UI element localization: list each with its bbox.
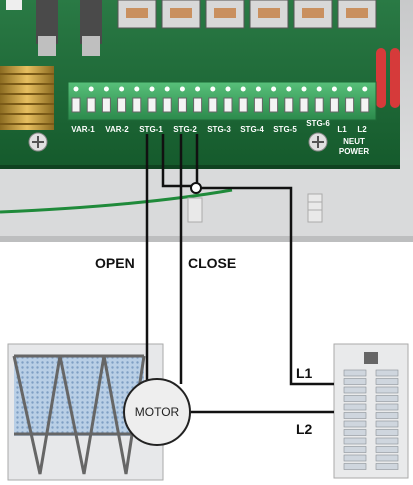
breaker xyxy=(343,395,367,402)
breaker-panel xyxy=(333,343,409,479)
breaker xyxy=(343,437,367,445)
mounting-screw-right xyxy=(308,132,328,152)
breaker xyxy=(375,429,399,436)
breaker xyxy=(343,429,367,436)
terminal-screw xyxy=(329,97,339,113)
terminal-label-var-1: VAR-1 xyxy=(71,125,95,134)
terminal-dot xyxy=(88,86,94,92)
breaker xyxy=(343,378,367,385)
breaker xyxy=(375,454,399,462)
mounting-screw-left xyxy=(28,132,48,152)
breaker xyxy=(375,463,399,470)
breaker xyxy=(375,412,399,419)
terminal-screw xyxy=(193,97,203,113)
terminal-dot xyxy=(240,86,246,92)
common-wire-a xyxy=(161,134,196,188)
standoffs xyxy=(187,193,323,223)
terminal-screw xyxy=(360,97,370,113)
wire-junction xyxy=(190,182,202,194)
terminal-screw xyxy=(101,97,111,113)
terminal-dot xyxy=(225,86,231,92)
terminal-screw xyxy=(147,97,157,113)
motor-label: MOTOR xyxy=(135,405,180,419)
motor: MOTOR xyxy=(123,378,191,446)
terminal-dot xyxy=(210,86,216,92)
breaker xyxy=(375,420,399,428)
terminal-screw xyxy=(253,97,263,113)
terminal-screw xyxy=(71,97,81,113)
terminal-screw xyxy=(117,97,127,113)
terminal-screw xyxy=(162,97,172,113)
terminal-dot xyxy=(73,86,79,92)
terminal-label-stg-1: STG-1 xyxy=(139,125,163,134)
terminal-screw xyxy=(86,97,96,113)
breaker xyxy=(375,395,399,402)
breaker xyxy=(343,463,367,470)
terminal-screw xyxy=(314,97,324,113)
terminal-label-stg-5: STG-5 xyxy=(273,125,297,134)
terminal-dot xyxy=(255,86,261,92)
breaker xyxy=(375,437,399,445)
terminal-label-stg-4: STG-4 xyxy=(240,125,264,134)
terminal-dot xyxy=(347,86,353,92)
power-label: POWER xyxy=(339,147,369,156)
terminal-dot xyxy=(331,86,337,92)
terminal-label-l1: L1 xyxy=(337,125,347,134)
breaker xyxy=(375,446,399,453)
terminal-dot xyxy=(164,86,170,92)
breaker xyxy=(375,378,399,385)
terminal-dot xyxy=(301,86,307,92)
terminal-dot xyxy=(195,86,201,92)
terminal-screw xyxy=(132,97,142,113)
terminal-block xyxy=(67,81,377,121)
terminal-dot xyxy=(286,86,292,92)
l1-label: L1 xyxy=(296,365,313,381)
breaker xyxy=(343,412,367,419)
terminal-dot xyxy=(119,86,125,92)
terminal-screw xyxy=(223,97,233,113)
terminal-label-var-2: VAR-2 xyxy=(105,125,129,134)
breaker xyxy=(375,403,399,411)
breaker xyxy=(343,420,367,428)
terminal-screw xyxy=(345,97,355,113)
breaker xyxy=(343,403,367,411)
terminal-labels: VAR-1 VAR-2 STG-1 STG-2 STG-3 STG-4 STG-5 STG-6… xyxy=(71,119,367,134)
open-label: OPEN xyxy=(95,255,135,271)
terminal-label-l2: L2 xyxy=(357,125,367,134)
terminal-dot xyxy=(134,86,140,92)
terminal-label-stg-2: STG-2 xyxy=(173,125,197,134)
terminal-dot xyxy=(362,86,368,92)
breaker xyxy=(343,369,367,377)
relay-bank xyxy=(117,0,377,29)
terminal-screw xyxy=(177,97,187,113)
terminal-label-stg-6: STG-6 xyxy=(306,119,330,128)
terminal-dot xyxy=(103,86,109,92)
coil xyxy=(0,66,54,130)
terminal-dot xyxy=(271,86,277,92)
terminal-screw xyxy=(299,97,309,113)
terminal-screw xyxy=(269,97,279,113)
close-label: CLOSE xyxy=(188,255,236,271)
terminal-screw xyxy=(238,97,248,113)
terminal-dot xyxy=(179,86,185,92)
terminal-screw xyxy=(208,97,218,113)
fuses xyxy=(376,48,400,108)
wiring xyxy=(145,134,334,414)
neut-label: NEUT xyxy=(343,137,365,146)
breaker xyxy=(343,446,367,453)
terminal-screw xyxy=(284,97,294,113)
breaker xyxy=(343,386,367,394)
breaker xyxy=(375,386,399,394)
breaker xyxy=(375,369,399,377)
breaker xyxy=(343,454,367,462)
l1-wire xyxy=(196,186,334,386)
capacitors xyxy=(6,0,102,56)
terminal-label-stg-3: STG-3 xyxy=(207,125,231,134)
l2-label: L2 xyxy=(296,421,313,437)
terminal-dot xyxy=(316,86,322,92)
terminal-dot xyxy=(149,86,155,92)
ground-wire xyxy=(0,188,233,214)
